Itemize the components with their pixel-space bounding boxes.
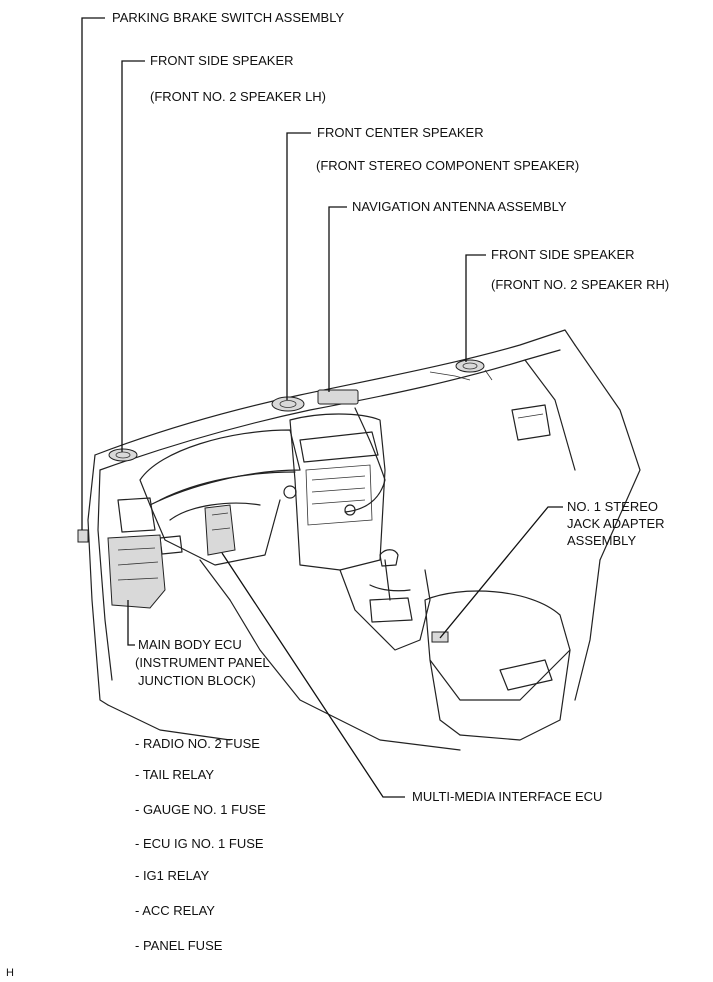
label-parking-brake: PARKING BRAKE SWITCH ASSEMBLY bbox=[112, 10, 345, 25]
label-main-body-line2: (INSTRUMENT PANEL bbox=[135, 655, 270, 670]
center-console bbox=[339, 569, 431, 651]
front-side-speaker-lh bbox=[108, 448, 138, 462]
callout-front-side-lh bbox=[121, 60, 145, 452]
fuse-item: - RADIO NO. 2 FUSE bbox=[135, 736, 260, 751]
label-main-body-line1: MAIN BODY ECU bbox=[138, 637, 242, 652]
left-vent bbox=[117, 497, 156, 533]
footer-code: H bbox=[6, 967, 14, 979]
dashboard-top-inner bbox=[99, 349, 561, 471]
fuse-item: - ACC RELAY bbox=[135, 903, 215, 918]
callout-mmi-ecu bbox=[221, 552, 405, 798]
label-front-side-rh: FRONT SIDE SPEAKER bbox=[491, 247, 635, 262]
steering-column bbox=[149, 499, 281, 566]
instrument-cluster bbox=[139, 429, 301, 506]
right-vent bbox=[511, 404, 551, 441]
navigation-antenna bbox=[317, 389, 359, 405]
dashboard-top-edge bbox=[94, 329, 576, 456]
callout-stereo-jack bbox=[439, 506, 563, 639]
main-body-ecu bbox=[107, 534, 166, 609]
label-front-side-lh: FRONT SIDE SPEAKER bbox=[150, 53, 294, 68]
front-center-speaker bbox=[271, 396, 305, 412]
shift-lever bbox=[379, 549, 399, 601]
label-stereo-jack-line1: NO. 1 STEREO bbox=[567, 499, 659, 514]
label-front-side-rh-sub: (FRONT NO. 2 SPEAKER RH) bbox=[491, 277, 670, 292]
fuse-item: - IG1 RELAY bbox=[135, 868, 210, 883]
label-stereo-jack-line2: JACK ADAPTER bbox=[567, 516, 665, 531]
multi-media-interface-ecu bbox=[204, 504, 236, 556]
label-stereo-jack-line3: ASSEMBLY bbox=[567, 533, 637, 548]
left-panel bbox=[87, 454, 109, 706]
callout-parking-brake bbox=[81, 17, 105, 530]
callout-nav-antenna bbox=[328, 206, 347, 392]
fuse-item: - TAIL RELAY bbox=[135, 767, 214, 782]
parking-brake-switch bbox=[77, 529, 89, 543]
label-nav-antenna: NAVIGATION ANTENNA ASSEMBLY bbox=[352, 199, 567, 214]
label-main-body-line3: JUNCTION BLOCK) bbox=[138, 673, 256, 688]
fuse-item: - GAUGE NO. 1 FUSE bbox=[135, 802, 266, 817]
fuse-item: - PANEL FUSE bbox=[135, 938, 223, 953]
callout-front-side-rh bbox=[465, 254, 486, 362]
fuse-item: - ECU IG NO. 1 FUSE bbox=[135, 836, 264, 851]
dashboard-right bbox=[574, 344, 641, 561]
console-box bbox=[424, 590, 571, 701]
callout-front-center bbox=[286, 132, 311, 400]
callout-main-body-ecu bbox=[127, 600, 135, 646]
label-front-center: FRONT CENTER SPEAKER bbox=[317, 125, 484, 140]
label-mmi-ecu: MULTI-MEDIA INTERFACE ECU bbox=[412, 789, 603, 804]
nav-cable bbox=[344, 407, 386, 513]
label-front-side-lh-sub: (FRONT NO. 2 SPEAKER LH) bbox=[150, 89, 327, 104]
label-front-center-sub: (FRONT STEREO COMPONENT SPEAKER) bbox=[316, 158, 580, 173]
front-side-speaker-rh bbox=[455, 359, 485, 373]
